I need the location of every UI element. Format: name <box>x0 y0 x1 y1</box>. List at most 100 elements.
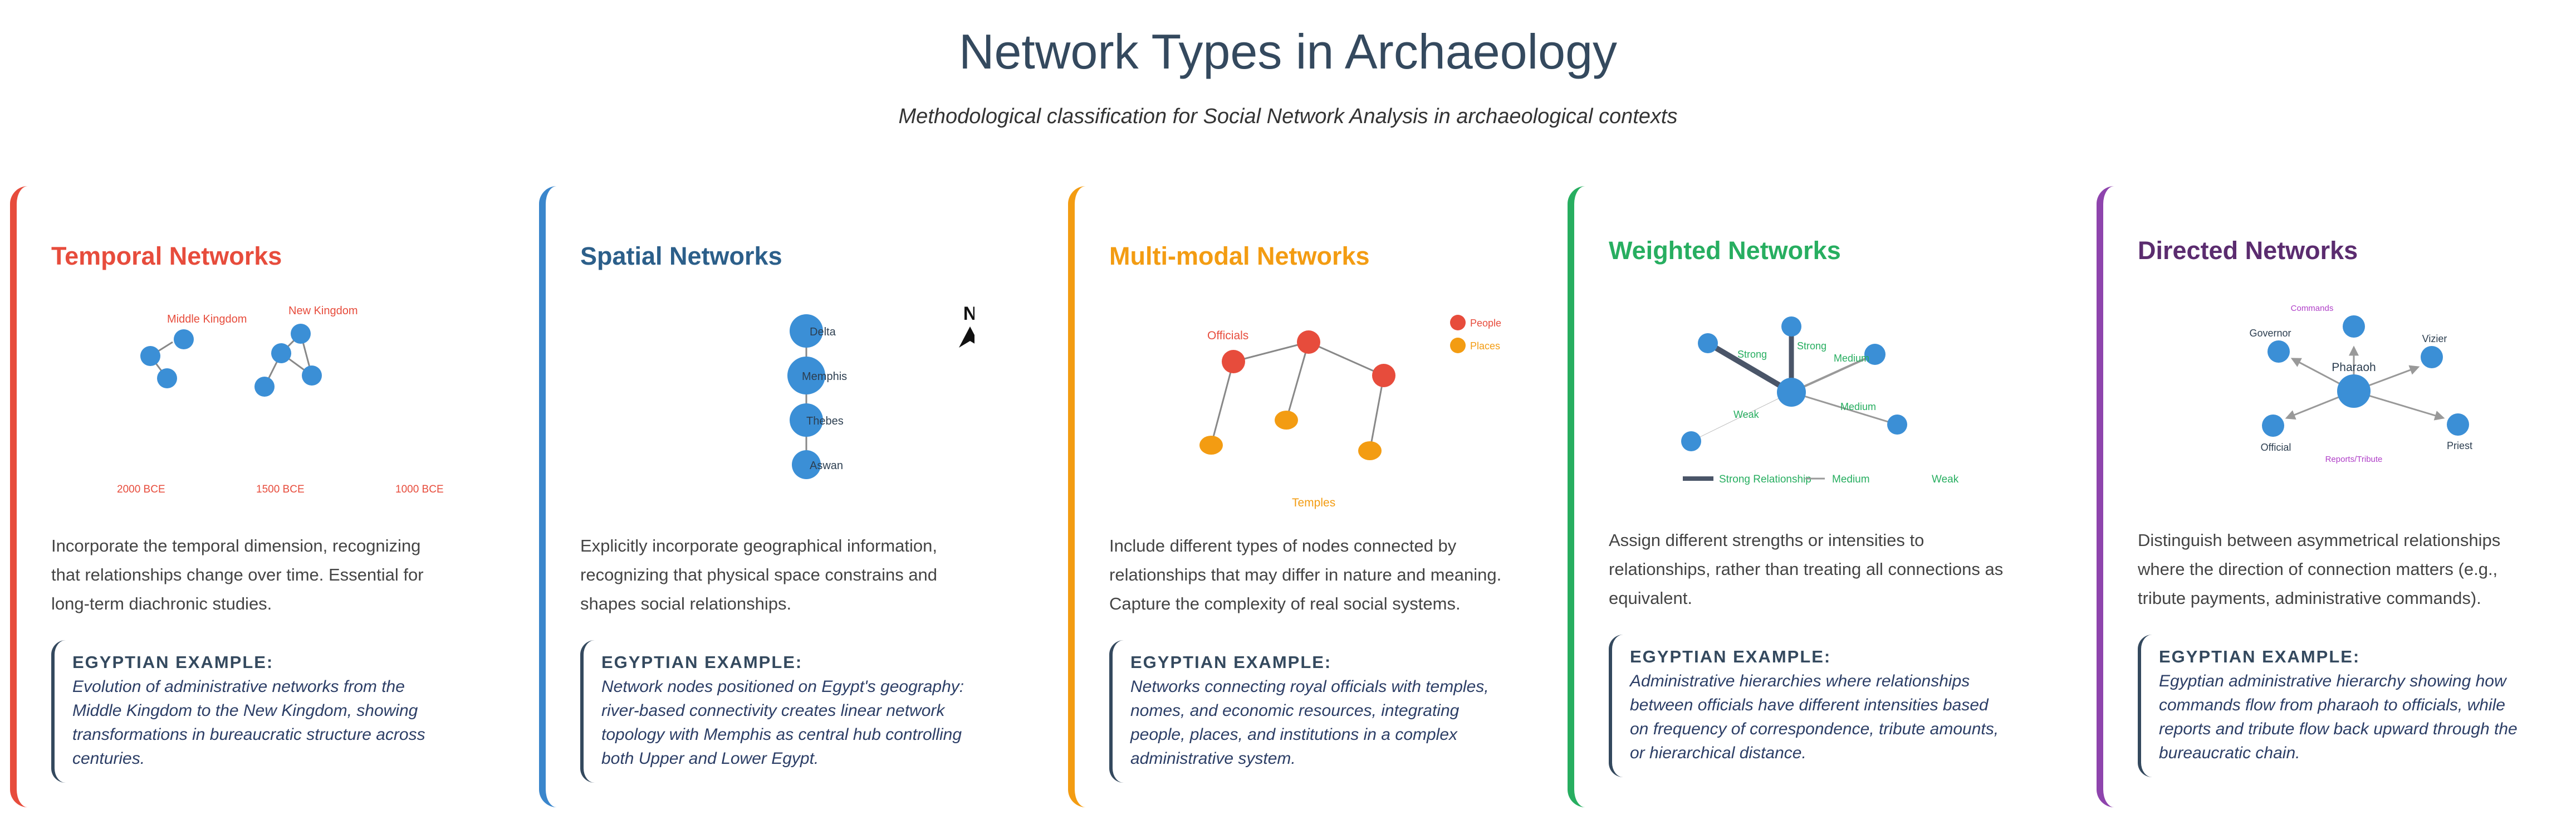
edge-label: Strong <box>1737 349 1767 360</box>
edge-label: Weak <box>1733 409 1760 420</box>
card-description: Assign different strengths or intensitie… <box>1609 530 2004 608</box>
card-title: Weighted Networks <box>1609 236 1841 265</box>
node-person <box>1297 330 1320 354</box>
node-thebes <box>790 403 823 437</box>
edge-strong <box>1706 340 1793 395</box>
weighted-network-diagram: Strong Strong Medium Medium Weak Strong … <box>1681 316 1959 485</box>
legend-label: Weak <box>1932 474 1959 485</box>
node-governor <box>2268 340 2290 363</box>
center-label: Pharaoh <box>2332 361 2376 374</box>
edge <box>1233 341 1309 363</box>
node <box>271 343 291 363</box>
card-description: Include different types of nodes connect… <box>1109 536 1502 613</box>
node <box>1698 333 1718 353</box>
card-title: Directed Networks <box>2138 236 2358 265</box>
example-text: Networks connecting royal officials with… <box>1130 677 1489 768</box>
edge-medium <box>1791 391 1898 426</box>
edge <box>1308 341 1384 377</box>
edge-label: Strong <box>1797 340 1826 352</box>
example-text: Egyptian administrative hierarchy showin… <box>2159 672 2518 762</box>
spatial-network-diagram: Delta Memphis Thebes Aswan N <box>787 303 974 479</box>
card-spatial: Spatial Networks Delta Memphis Thebes As… <box>539 186 981 807</box>
card-directed: Directed Networks Pharaoh Governor Vizie… <box>2097 186 2539 807</box>
card-multimodal: Multi-modal Networks Officials Temples P… <box>1068 186 1510 807</box>
flow-label: Commands <box>2291 304 2334 313</box>
group-label: Officials <box>1207 329 1248 342</box>
node <box>1887 415 1907 435</box>
node-label: Thebes <box>806 415 844 427</box>
timeline-label: 1500 BCE <box>256 484 305 495</box>
legend-label: People <box>1470 318 1501 329</box>
card-description: Explicitly incorporate geographical info… <box>580 536 938 613</box>
node <box>174 329 194 349</box>
node-memphis <box>787 357 825 394</box>
north-label: N <box>963 303 974 324</box>
edge-weak <box>1691 392 1792 442</box>
node <box>302 365 322 386</box>
page-title: Network Types in Archaeology <box>958 24 1618 79</box>
edge-medium <box>1791 353 1875 393</box>
card-description: Distinguish between asymmetrical relatio… <box>2138 530 2501 608</box>
edge <box>1369 375 1385 451</box>
node-place <box>1275 411 1298 430</box>
node <box>157 368 177 388</box>
card-title: Multi-modal Networks <box>1109 242 1370 270</box>
multimodal-network-diagram: Officials Temples People Places <box>1199 315 1501 509</box>
temporal-network-diagram: Middle Kingdom New Kingdom 2000 BCE 1500… <box>117 305 444 495</box>
legend-label: Medium <box>1832 474 1870 485</box>
node-pharaoh <box>2337 374 2371 408</box>
example-label: EGYPTIAN EXAMPLE: <box>2159 647 2360 666</box>
node-place <box>1358 441 1382 460</box>
timeline-label: 2000 BCE <box>117 484 165 495</box>
edge <box>1285 342 1310 421</box>
page-subtitle: Methodological classification for Social… <box>898 105 1678 128</box>
node-place <box>1199 436 1223 455</box>
example-text: Evolution of administrative networks fro… <box>72 677 425 768</box>
example-text: Administrative hierarchies where relatio… <box>1630 672 1999 762</box>
example-box: EGYPTIAN EXAMPLE: Networks connecting ro… <box>1109 640 1510 783</box>
node-label: Memphis <box>802 370 847 383</box>
group-label: Temples <box>1292 496 1335 509</box>
card-title: Temporal Networks <box>51 242 282 270</box>
node-commands <box>2343 315 2365 338</box>
node-person <box>1372 364 1395 387</box>
example-box: EGYPTIAN EXAMPLE: Network nodes position… <box>580 640 981 783</box>
example-label: EGYPTIAN EXAMPLE: <box>1130 652 1332 672</box>
node <box>254 377 275 397</box>
example-label: EGYPTIAN EXAMPLE: <box>601 652 803 672</box>
node-priest <box>2447 413 2469 436</box>
node-person <box>1222 350 1245 373</box>
example-label: EGYPTIAN EXAMPLE: <box>1630 647 1831 666</box>
card-temporal: Temporal Networks Middle Kingdom New Kin… <box>10 186 452 807</box>
legend-swatch-places <box>1450 338 1466 353</box>
node <box>291 324 311 344</box>
node-aswan <box>792 450 821 479</box>
node <box>1681 431 1701 451</box>
node-delta <box>790 314 823 348</box>
edge-label: Medium <box>1840 401 1876 412</box>
edge-label: Medium <box>1834 353 1869 364</box>
node-label: Delta <box>810 326 836 338</box>
node-label: Official <box>2261 442 2291 453</box>
card-title: Spatial Networks <box>580 242 782 270</box>
edge <box>1210 361 1235 446</box>
example-box: EGYPTIAN EXAMPLE: Evolution of administr… <box>51 640 452 783</box>
example-label: EGYPTIAN EXAMPLE: <box>72 652 274 672</box>
card-weighted: Weighted Networks Strong Strong Medium M… <box>1568 186 2010 807</box>
directed-network-diagram: Pharaoh Governor Vizier Official Priest … <box>2249 304 2472 464</box>
flow-label: Reports/Tribute <box>2325 455 2383 464</box>
node-hub <box>1777 378 1806 407</box>
legend-label: Places <box>1470 340 1500 352</box>
legend-swatch-people <box>1450 315 1466 330</box>
node-label: Vizier <box>2422 333 2447 344</box>
legend-label: Strong Relationship <box>1719 474 1811 485</box>
card-description: Incorporate the temporal dimension, reco… <box>51 536 424 613</box>
node <box>1864 344 1886 365</box>
example-box: EGYPTIAN EXAMPLE: Administrative hierarc… <box>1609 635 2010 777</box>
period-label: New Kingdom <box>288 305 358 317</box>
node-vizier <box>2421 346 2443 368</box>
period-label: Middle Kingdom <box>167 313 247 325</box>
example-text: Network nodes positioned on Egypt's geog… <box>601 677 964 768</box>
timeline-label: 1000 BCE <box>395 484 444 495</box>
node-label: Governor <box>2249 328 2291 339</box>
